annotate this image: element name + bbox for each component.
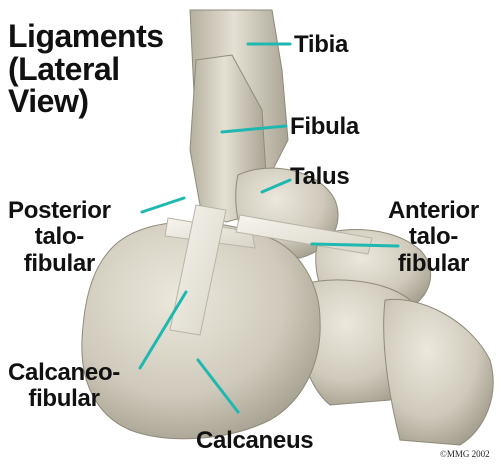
label-posterior-talofibular-line-3: fibular <box>8 251 111 277</box>
label-fibula: Fibula <box>290 114 359 140</box>
label-posterior-talofibular-line-1: Posterior <box>8 198 111 224</box>
title-line-2: (Lateral <box>8 53 164 86</box>
label-calcaneofibular: Calcaneo- fibular <box>8 360 120 413</box>
label-calcaneofibular-line-1: Calcaneo- <box>8 360 120 386</box>
label-posterior-talofibular: Posterior talo- fibular <box>8 198 111 277</box>
label-posterior-talofibular-line-2: talo- <box>8 224 111 250</box>
label-anterior-talofibular-line-3: fibular <box>388 251 479 277</box>
anterior-talofibular-leader-line <box>312 244 398 246</box>
label-anterior-talofibular: Anterior talo- fibular <box>388 198 479 277</box>
diagram-title: Ligaments (Lateral View) <box>8 20 164 118</box>
label-calcaneus: Calcaneus <box>196 428 313 454</box>
label-talus: Talus <box>290 164 349 190</box>
copyright-notice: ©MMG 2002 <box>440 450 490 459</box>
posterior-talofibular-leader-line <box>142 198 184 212</box>
label-anterior-talofibular-line-1: Anterior <box>388 198 479 224</box>
title-line-3: View) <box>8 85 164 118</box>
label-anterior-talofibular-line-2: talo- <box>388 224 479 250</box>
metatarsal-bone <box>384 299 493 445</box>
label-calcaneofibular-line-2: fibular <box>8 386 120 412</box>
title-line-1: Ligaments <box>8 20 164 53</box>
label-tibia: Tibia <box>294 32 348 58</box>
